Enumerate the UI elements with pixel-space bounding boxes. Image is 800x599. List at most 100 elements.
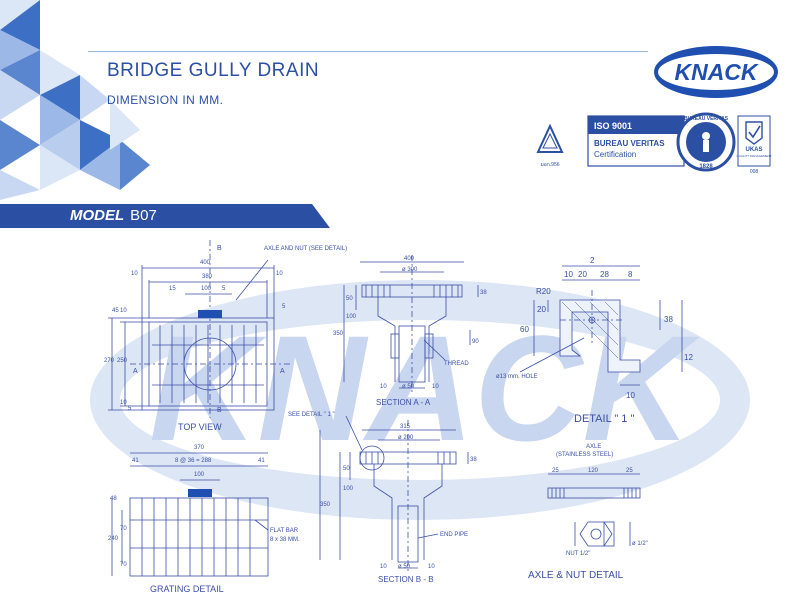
svg-text:ø 50: ø 50 xyxy=(402,384,415,390)
svg-text:41: 41 xyxy=(132,458,139,464)
drawing-labels: AXLE AND NUT (SEE DETAIL) B B A A 400 38… xyxy=(104,245,693,594)
svg-text:25: 25 xyxy=(626,468,633,474)
svg-text:BUREAU VERITAS: BUREAU VERITAS xyxy=(684,116,729,122)
svg-text:AXLE AND NUT (SEE DETAIL): AXLE AND NUT (SEE DETAIL) xyxy=(264,246,347,252)
svg-text:2: 2 xyxy=(590,256,595,265)
svg-text:70: 70 xyxy=(120,562,127,568)
svg-text:50: 50 xyxy=(346,296,353,302)
svg-text:250: 250 xyxy=(117,358,128,364)
svg-text:28: 28 xyxy=(600,270,609,279)
svg-text:60: 60 xyxy=(520,325,529,334)
section-a-a xyxy=(343,255,479,392)
svg-text:12: 12 xyxy=(684,353,693,362)
svg-text:10: 10 xyxy=(564,270,573,279)
svg-text:(STAINLESS STEEL): (STAINLESS STEEL) xyxy=(556,452,613,458)
svg-text:B: B xyxy=(217,245,222,252)
svg-text:100: 100 xyxy=(346,314,357,320)
svg-text:SECTION A - A: SECTION A - A xyxy=(376,398,431,407)
svg-text:400: 400 xyxy=(404,256,415,262)
svg-text:8 x 38 MM.: 8 x 38 MM. xyxy=(270,537,300,543)
technical-drawing: KNACK xyxy=(90,240,750,594)
svg-text:90: 90 xyxy=(472,339,479,345)
svg-text:THREAD: THREAD xyxy=(444,361,469,367)
svg-text:15: 15 xyxy=(169,286,176,292)
svg-text:5: 5 xyxy=(128,406,132,412)
svg-text:QUALITY MANAGEMENT: QUALITY MANAGEMENT xyxy=(736,154,771,158)
page-subtitle: DIMENSION IN MM. xyxy=(107,93,224,107)
detail-1 xyxy=(519,265,683,386)
svg-text:41: 41 xyxy=(258,458,265,464)
svg-text:10: 10 xyxy=(380,384,387,390)
svg-text:1828: 1828 xyxy=(699,164,713,170)
svg-text:NUT 1/2": NUT 1/2" xyxy=(566,551,590,557)
svg-text:5: 5 xyxy=(222,286,226,292)
svg-text:270: 270 xyxy=(104,358,115,364)
svg-text:10: 10 xyxy=(276,271,283,277)
svg-text:10: 10 xyxy=(131,271,138,277)
svg-text:400: 400 xyxy=(200,260,211,266)
axle-nut-detail xyxy=(547,473,641,547)
svg-text:R20: R20 xyxy=(536,287,551,296)
svg-text:SEE DETAIL " 1 ": SEE DETAIL " 1 " xyxy=(288,412,335,418)
svg-text:370: 370 xyxy=(194,445,205,451)
svg-text:48: 48 xyxy=(110,496,117,502)
svg-text:ø 50: ø 50 xyxy=(398,564,411,570)
svg-text:A: A xyxy=(280,368,285,375)
svg-text:AXLE & NUT DETAIL: AXLE & NUT DETAIL xyxy=(528,570,624,581)
svg-text:ø13 mm. HOLE: ø13 mm. HOLE xyxy=(496,374,538,380)
svg-text:B: B xyxy=(217,407,222,414)
svg-text:10: 10 xyxy=(432,384,439,390)
svg-text:50: 50 xyxy=(343,466,350,472)
svg-text:10: 10 xyxy=(380,564,387,570)
svg-text:38: 38 xyxy=(470,457,477,463)
ukas-badge: UKAS QUALITY MANAGEMENT 008 xyxy=(736,115,772,175)
top-view xyxy=(108,240,290,418)
tis-mark-icon: มอก.956 xyxy=(536,123,564,168)
svg-text:350: 350 xyxy=(320,502,331,508)
section-b-b xyxy=(319,415,469,572)
svg-text:UKAS: UKAS xyxy=(745,147,762,153)
svg-text:ø 200: ø 200 xyxy=(398,435,414,441)
svg-text:120: 120 xyxy=(588,468,599,474)
svg-text:100: 100 xyxy=(201,286,212,292)
svg-text:GRATING DETAIL: GRATING DETAIL xyxy=(150,584,224,594)
svg-text:AXLE: AXLE xyxy=(586,444,601,450)
svg-text:SECTION B - B: SECTION B - B xyxy=(378,575,434,584)
svg-text:TOP VIEW: TOP VIEW xyxy=(178,422,222,432)
svg-text:25: 25 xyxy=(552,468,559,474)
model-banner xyxy=(0,204,330,228)
triangle-mosaic-decoration xyxy=(0,0,150,200)
svg-text:ø 300: ø 300 xyxy=(402,267,418,273)
knack-logo: KNACK xyxy=(654,46,778,98)
svg-text:8: 8 xyxy=(628,270,633,279)
svg-text:มอก.956: มอก.956 xyxy=(540,162,559,168)
model-value: B07 xyxy=(130,207,157,224)
svg-text:KNACK: KNACK xyxy=(674,59,758,85)
svg-text:38: 38 xyxy=(480,290,487,296)
svg-text:350: 350 xyxy=(333,331,344,337)
svg-text:10: 10 xyxy=(120,308,127,314)
svg-text:10: 10 xyxy=(120,400,127,406)
svg-text:10: 10 xyxy=(428,564,435,570)
svg-text:END PIPE: END PIPE xyxy=(440,532,468,538)
svg-text:008: 008 xyxy=(750,169,759,175)
svg-text:70: 70 xyxy=(120,526,127,532)
grating-detail xyxy=(111,452,269,577)
svg-text:Certification: Certification xyxy=(594,150,636,159)
bureau-veritas-seal-icon: BUREAU VERITAS 1828 xyxy=(676,112,736,172)
svg-text:20: 20 xyxy=(578,270,587,279)
svg-text:ø 1/2": ø 1/2" xyxy=(632,541,648,547)
svg-text:8 @ 36 = 288: 8 @ 36 = 288 xyxy=(175,458,212,464)
svg-text:100: 100 xyxy=(343,486,354,492)
certification-badges: มอก.956 ISO 9001 BUREAU VERITAS Certific… xyxy=(536,112,772,175)
page-title: BRIDGE GULLY DRAIN xyxy=(107,60,320,81)
header-rule xyxy=(88,51,648,52)
svg-text:100: 100 xyxy=(194,472,205,478)
svg-text:5: 5 xyxy=(282,304,286,310)
svg-text:FLAT BAR: FLAT BAR xyxy=(270,528,299,534)
svg-text:38: 38 xyxy=(664,315,673,324)
svg-text:ISO 9001: ISO 9001 xyxy=(594,121,632,131)
svg-text:BUREAU VERITAS: BUREAU VERITAS xyxy=(594,139,665,148)
svg-text:380: 380 xyxy=(202,274,213,280)
